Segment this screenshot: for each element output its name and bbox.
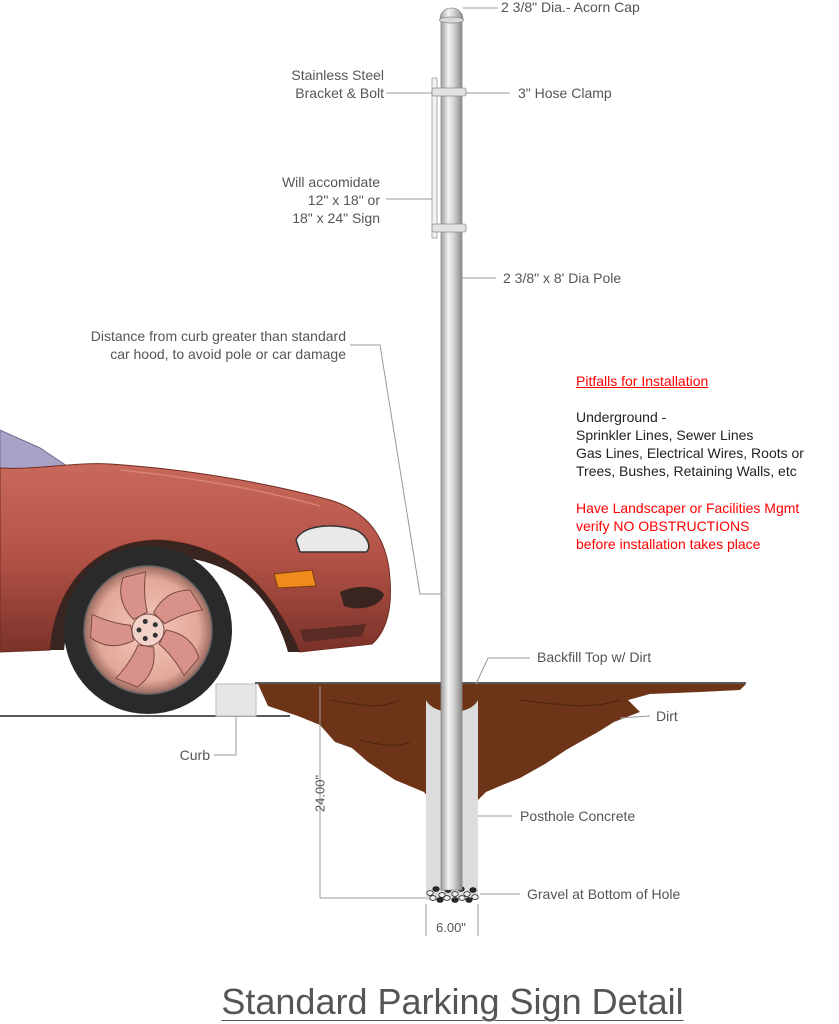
rim-spoke (89, 613, 134, 647)
pitfalls-underground-line3: Gas Lines, Electrical Wires, Roots or (576, 445, 804, 461)
gravel-stone (451, 891, 459, 897)
pitfalls-warning-line3: before installation takes place (576, 536, 761, 552)
gravel-stone (469, 887, 477, 893)
lug-nut (142, 636, 148, 642)
gravel-stone (426, 890, 434, 896)
gravel-stone (432, 886, 440, 892)
dirt-texture (329, 699, 621, 746)
label-pole: 2 3/8" x 8' Dia Pole (503, 270, 622, 286)
label-dirt: Dirt (656, 708, 678, 724)
lug-nut (152, 622, 158, 628)
car-hood-crease (119, 469, 321, 507)
hose-clamp-top (431, 87, 467, 97)
pitfalls-warning-line2: verify NO OBSTRUCTIONS (576, 518, 750, 534)
label-width: 6.00" (436, 920, 466, 935)
label-concrete: Posthole Concrete (520, 808, 636, 824)
hose-clamp-bottom (431, 223, 467, 233)
car-illustration (0, 429, 391, 714)
label-depth: 24.00" (312, 774, 328, 813)
gravel-stone (463, 891, 471, 897)
gravel-stone (429, 895, 437, 901)
pitfalls-underground-line2: Sprinkler Lines, Sewer Lines (576, 427, 754, 443)
lug-nut (136, 627, 142, 633)
label-bracket-line2: Bracket & Bolt (295, 85, 384, 101)
curb-block (215, 683, 257, 717)
dirt-fill (258, 684, 746, 800)
car-bumper-vent (340, 586, 384, 609)
pitfalls-underground-line1: Underground - (576, 409, 667, 425)
label-curb-distance-line2: car hood, to avoid pole or car damage (110, 346, 346, 362)
label-curb-distance-line1: Distance from curb greater than standard (90, 328, 346, 344)
car-rim-spokes (89, 571, 204, 688)
label-curb: Curb (179, 747, 210, 763)
car-headlight (295, 525, 370, 553)
label-sign-line2: 12" x 18" or (307, 192, 380, 208)
pitfalls-underground-line4: Trees, Bushes, Retaining Walls, etc (576, 463, 797, 479)
gravel-stone (438, 892, 446, 898)
gravel-stone (471, 894, 479, 900)
rim-spoke (115, 644, 155, 688)
label-acorn-cap: 2 3/8" Dia.- Acorn Cap (501, 0, 640, 15)
pitfalls-warning-line1: Have Landscaper or Facilities Mgmt (576, 500, 800, 516)
pole (440, 13, 463, 891)
label-backfill: Backfill Top w/ Dirt (537, 649, 652, 665)
label-gravel: Gravel at Bottom of Hole (527, 886, 681, 902)
gravel-stone (465, 897, 473, 903)
rim-spoke (158, 629, 200, 677)
car-hub (131, 613, 165, 647)
lug-nut (142, 618, 148, 624)
label-sign-line3: 18" x 24" Sign (292, 210, 380, 226)
sign-bracket (431, 77, 438, 239)
gravel-stone (436, 897, 444, 903)
rim-spoke (120, 571, 148, 621)
page-title: Standard Parking Sign Detail (221, 981, 684, 1022)
gravel-stone (458, 895, 466, 901)
label-hose-clamp: 3" Hose Clamp (518, 85, 612, 101)
gravel-stone (451, 897, 459, 903)
acorn-cap-band (439, 16, 464, 24)
lug-nut (152, 632, 158, 638)
pitfalls-heading: Pitfalls for Installation (576, 373, 709, 389)
car-lower-vent (300, 624, 366, 642)
car-turn-signal (273, 569, 317, 589)
gravel-stone (443, 895, 451, 901)
leader-lines (214, 7, 651, 936)
label-bracket-line1: Stainless Steel (291, 67, 384, 83)
rim-spoke (152, 589, 204, 625)
label-sign-line1: Will accomidate (281, 174, 380, 190)
